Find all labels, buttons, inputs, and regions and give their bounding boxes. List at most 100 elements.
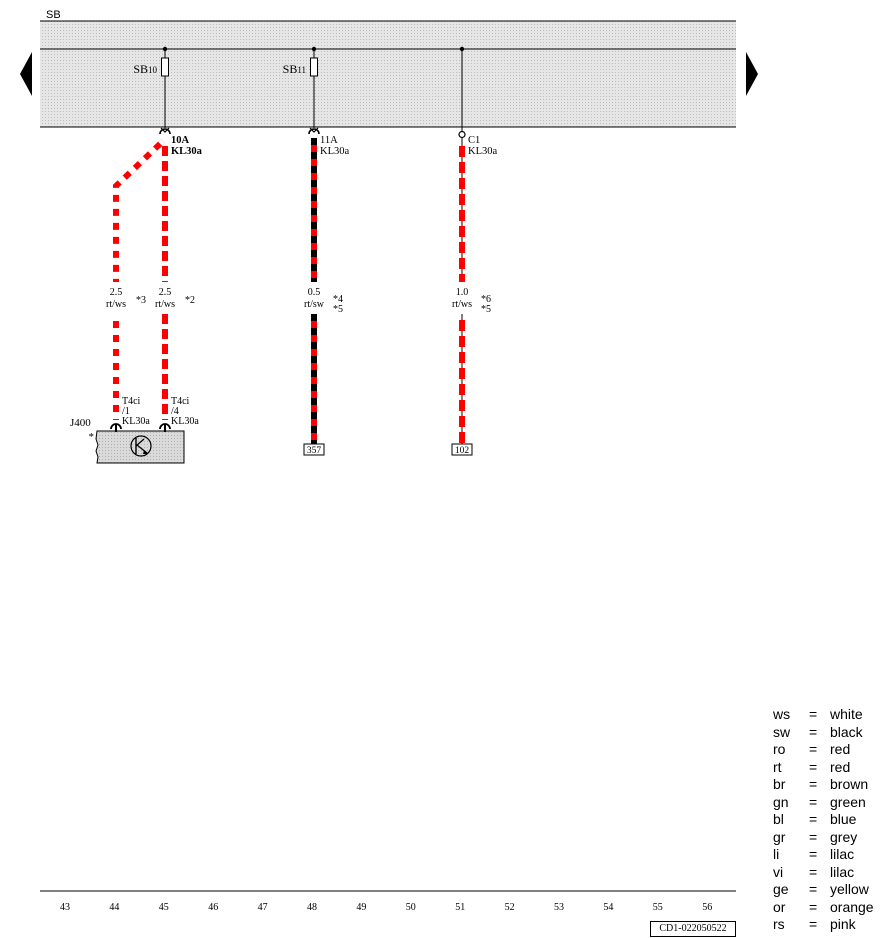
connector-terminal: KL30a (171, 416, 199, 427)
legend-row: gr=grey (773, 829, 874, 847)
wire-rt-ws-col44[interactable] (113, 138, 166, 420)
pin-label-11a: 11A (320, 135, 338, 146)
document-id: CD1-022050522 (650, 921, 736, 937)
legend-abbr: gn (773, 793, 789, 810)
legend-color: white (830, 706, 863, 722)
legend-color: green (830, 793, 866, 810)
component-note: * (89, 431, 95, 443)
column-number: 44 (109, 902, 119, 913)
column-number: 50 (406, 902, 416, 913)
connector-pin: /4 (171, 406, 179, 417)
pin-arrow-symbol (160, 127, 170, 133)
connector-pin: /1 (122, 406, 130, 417)
legend-eq: = (809, 776, 818, 792)
wire-note: *4 (333, 294, 343, 305)
connector-name: T4ci (122, 396, 141, 407)
column-number: 45 (159, 902, 169, 913)
previous-page-arrow-icon[interactable] (20, 52, 32, 96)
legend-row: ws = white (773, 706, 874, 724)
column-number: 51 (455, 902, 465, 913)
wire-color-code: rt/ws (106, 299, 126, 310)
legend-abbr: vi (773, 863, 784, 880)
legend-abbr: ro (773, 741, 786, 757)
column-numbers: 43 44 45 46 47 48 49 50 51 52 53 54 55 56 (60, 902, 712, 913)
next-page-arrow-icon[interactable] (746, 52, 758, 96)
legend-abbr: li (773, 846, 780, 862)
wire-note: *2 (185, 295, 195, 306)
ref-box-357[interactable] (303, 443, 325, 456)
legend-row: ge=yellow (773, 881, 874, 899)
legend-row: bl = blue (773, 811, 874, 829)
legend-abbr: rs (773, 916, 785, 932)
legend-eq: = (809, 758, 818, 775)
legend-row: gn = green (773, 794, 874, 812)
wire-size: 2.5 (110, 287, 123, 298)
legend-color: grey (830, 828, 858, 845)
column-number: 43 (60, 902, 70, 913)
column-number: 52 (505, 902, 515, 913)
wire-note: *6 (481, 294, 491, 305)
legend-color: yellow (830, 881, 869, 897)
legend-eq: = (809, 846, 818, 862)
header-title: SB (46, 9, 61, 21)
column-number: 49 (356, 902, 366, 913)
pin-label-c1: C1 (468, 135, 480, 146)
pin-socket-symbol (308, 128, 320, 135)
legend-eq: = (809, 741, 818, 757)
pin-terminal-10a: KL30a (171, 146, 203, 157)
wire-note: *3 (136, 295, 146, 306)
legend-color: red (830, 741, 851, 757)
connector-terminal: KL30a (122, 416, 150, 427)
legend-color: pink (830, 916, 856, 932)
legend-abbr: rt (773, 758, 782, 775)
legend-row: sw = black (773, 724, 874, 742)
wire-size: 0.5 (308, 287, 321, 298)
fuse-sb10[interactable] (161, 57, 169, 77)
legend-color: lilac (830, 846, 855, 862)
column-number: 48 (307, 902, 317, 913)
legend-eq: = (809, 811, 818, 827)
wire-color-code: rt/sw (304, 299, 325, 310)
pin-label-10a: 10A (171, 135, 190, 146)
legend-abbr: sw (773, 723, 791, 740)
legend-eq: = (809, 793, 818, 810)
legend-abbr: bl (773, 811, 784, 827)
column-number: 46 (208, 902, 218, 913)
legend-row: rt = red (773, 759, 874, 777)
wire-size: 2.5 (159, 287, 172, 298)
pin-arrow-symbol (309, 127, 319, 133)
column-number: 56 (702, 902, 712, 913)
column-number: 47 (258, 902, 268, 913)
legend-row: or=orange (773, 899, 874, 917)
connector-name: T4ci (171, 396, 190, 407)
legend-abbr: ws (773, 706, 791, 722)
legend-eq: = (809, 863, 818, 880)
fuse-label-sb11: SB11 (283, 62, 306, 76)
legend-color: blue (830, 811, 857, 827)
legend-eq: = (809, 723, 818, 740)
legend-row: vi=lilac (773, 864, 874, 882)
pin-terminal-c1: KL30a (468, 146, 497, 157)
fuse-sb11[interactable] (310, 57, 318, 77)
column-number: 53 (554, 902, 564, 913)
wire-color-code: rt/ws (452, 299, 472, 310)
ref-box-102[interactable] (451, 443, 473, 456)
column-number: 55 (653, 902, 663, 913)
connector-open-circle (458, 130, 466, 139)
legend-abbr: or (773, 898, 786, 915)
legend-color: orange (830, 898, 874, 915)
legend-row: li = lilac (773, 846, 874, 864)
legend-color: red (830, 758, 851, 775)
legend-color: black (830, 723, 863, 740)
pin-terminal-11a: KL30a (320, 146, 349, 157)
legend-row: ro = red (773, 741, 874, 759)
legend-eq: = (809, 706, 818, 722)
component-id: J400 (70, 417, 91, 429)
pin-socket-symbol (159, 128, 171, 135)
legend-eq: = (809, 881, 818, 897)
wire-color-code: rt/ws (155, 299, 175, 310)
column-number: 54 (603, 902, 613, 913)
fuse-label-sb10: SB10 (133, 62, 157, 76)
